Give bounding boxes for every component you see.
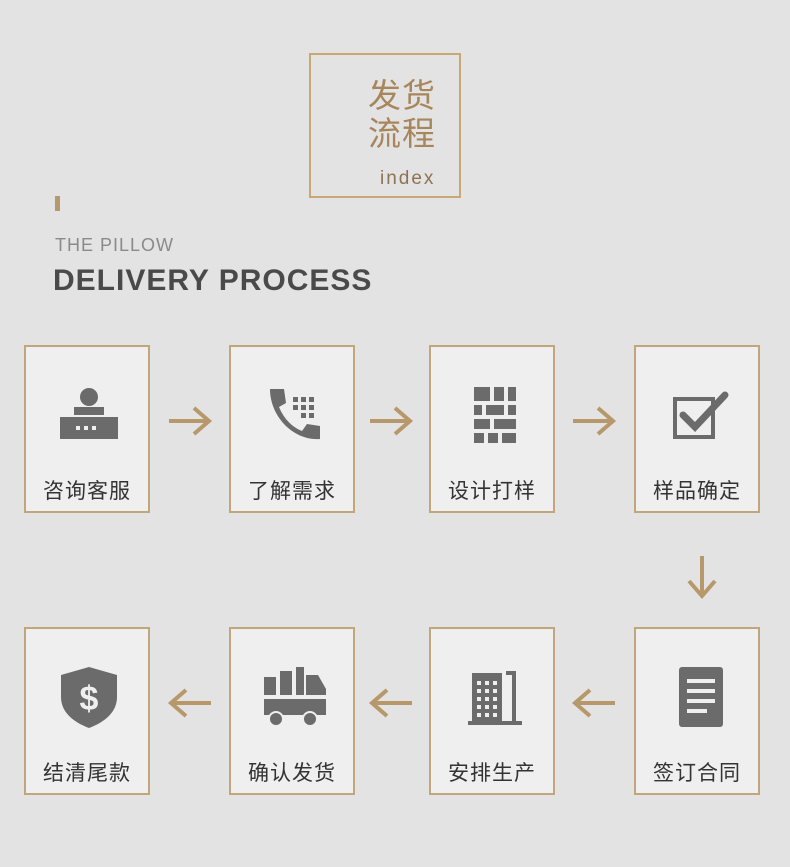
arrow-left-icon — [167, 688, 211, 718]
step-card-final-payment: $ 结清尾款 — [24, 627, 150, 795]
step-label: 设计打样 — [448, 479, 536, 503]
arrow-left-icon — [571, 688, 615, 718]
step-card-design: 设计打样 — [429, 345, 555, 513]
step-label: 了解需求 — [248, 479, 336, 503]
step-card-contract: 签订合同 — [634, 627, 760, 795]
customer-service-icon — [60, 388, 118, 439]
dollar-shield-icon: $ — [61, 667, 117, 728]
arrow-right-icon — [573, 406, 617, 436]
page-title-en: index — [380, 168, 436, 189]
svg-text:$: $ — [80, 680, 99, 718]
step-label: 安排生产 — [448, 761, 536, 785]
arrow-right-icon — [169, 406, 213, 436]
arrow-left-icon — [368, 688, 412, 718]
arrow-right-icon — [370, 406, 414, 436]
title-line-1: 发货 — [368, 76, 436, 115]
step-label: 确认发货 — [248, 761, 336, 785]
arrow-down-icon — [687, 556, 717, 600]
step-card-sample-confirm: 样品确定 — [634, 345, 760, 513]
document-icon — [679, 667, 723, 727]
phone-icon — [270, 389, 320, 440]
step-card-consult: 咨询客服 — [24, 345, 150, 513]
delivery-truck-icon — [264, 667, 326, 727]
accent-bar — [55, 196, 60, 211]
step-label: 结清尾款 — [43, 761, 131, 785]
section-heading: DELIVERY PROCESS — [53, 264, 373, 297]
building-icon — [468, 671, 522, 725]
blocks-icon — [474, 387, 516, 443]
checkbox-icon — [673, 391, 729, 439]
step-card-shipping: 确认发货 — [229, 627, 355, 795]
title-box: 发货 流程 index — [309, 53, 461, 198]
page-title-cn: 发货 流程 — [368, 77, 436, 153]
subtitle: THE PILLOW — [55, 235, 175, 255]
step-label: 咨询客服 — [43, 479, 131, 503]
step-label: 签订合同 — [653, 761, 741, 785]
step-card-production: 安排生产 — [429, 627, 555, 795]
step-card-requirements: 了解需求 — [229, 345, 355, 513]
step-label: 样品确定 — [653, 479, 741, 503]
title-line-2: 流程 — [368, 114, 436, 153]
